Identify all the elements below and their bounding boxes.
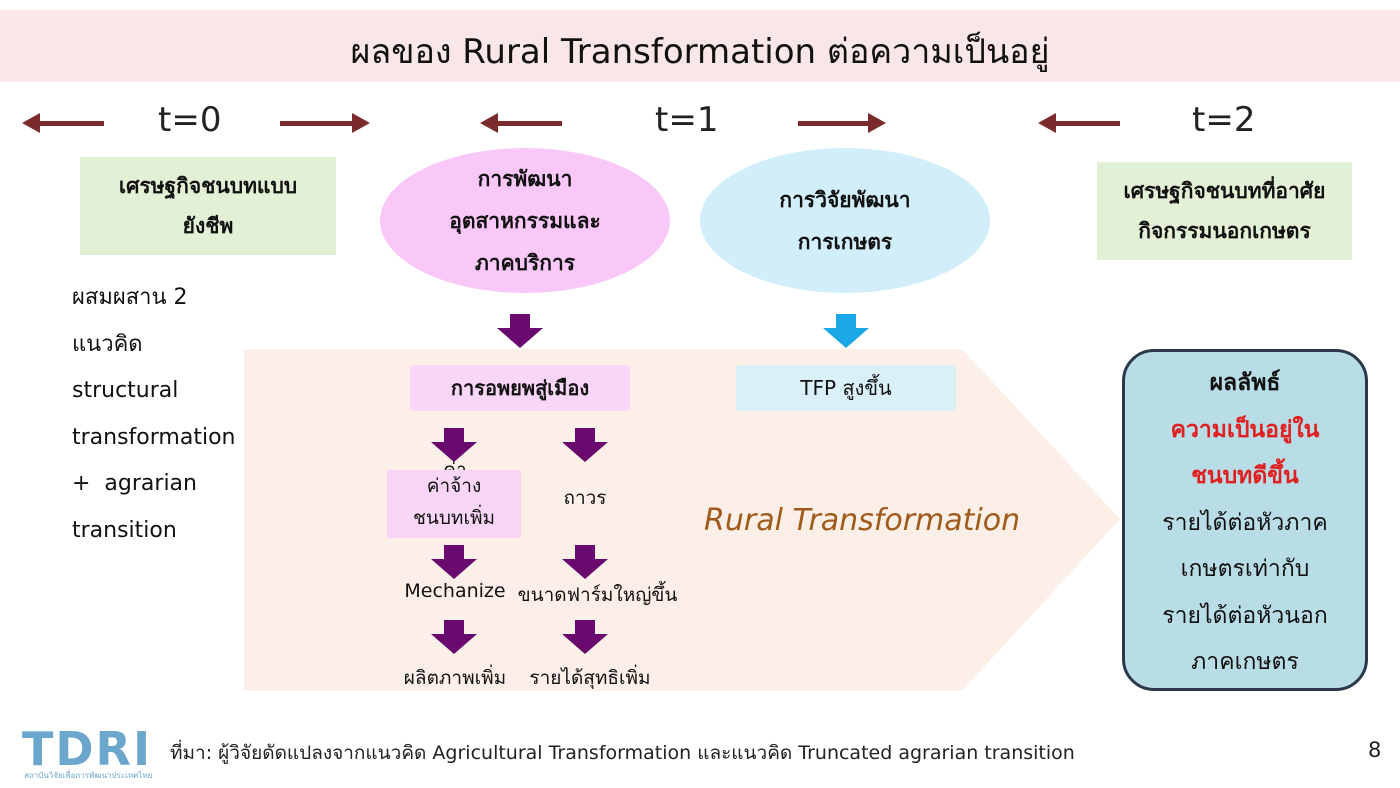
nonfarm-economy-box: เศรษฐกิจชนบทที่อาศัย กิจกรรมนอกเกษตร	[1097, 162, 1352, 260]
timeline-left-arrow-t2	[1038, 113, 1056, 133]
agri-research-ellipse: การวิจัยพัฒนา การเกษตร	[700, 148, 990, 293]
industry-line-2: อุตสาหกรรมและ	[449, 208, 601, 233]
concept-line-5: + agrarian	[72, 471, 197, 496]
concept-line-6: transition	[72, 517, 177, 543]
tfp-box: TFP สูงขึ้น	[736, 365, 956, 411]
farm-size-label: ขนาดฟาร์มใหญ่ขึ้น	[517, 584, 678, 606]
arrow-research-to-tfp	[823, 314, 869, 348]
timeline-left-line-t1	[496, 121, 562, 126]
timeline-label-t1: t=1	[655, 100, 719, 140]
timeline-right-arrow-t0	[352, 113, 370, 133]
concept-line-3: structural	[72, 378, 179, 403]
industry-line-3: ภาคบริการ	[474, 250, 576, 275]
migration-box: การอพยพสู่เมือง	[410, 365, 630, 411]
timeline-label-t2: t=2	[1192, 100, 1256, 140]
productivity-label: ผลิตภาพเพิ่ม	[403, 667, 507, 689]
timeline-right-arrow-t1	[868, 113, 886, 133]
result-line-4: ภาคเกษตร	[1191, 649, 1299, 675]
net-income-label: รายได้สุทธิเพิ่ม	[529, 667, 651, 689]
research-line-2: การเกษตร	[797, 229, 893, 254]
result-line-1: รายได้ต่อหัวภาค	[1162, 509, 1328, 536]
result-line-2: เกษตรเท่ากับ	[1180, 556, 1310, 582]
permanent-label: ถาวร	[563, 487, 607, 509]
result-highlight-1: ความเป็นอยู่ใน	[1170, 416, 1320, 443]
timeline-label-t0: t=0	[158, 100, 222, 140]
subsistence-line-2: ยังชีพ	[182, 214, 234, 238]
industry-line-1: การพัฒนา	[477, 166, 573, 191]
nonfarm-line-2: กิจกรรมนอกเกษตร	[1138, 219, 1311, 243]
wage-line-1: ค่าจ้าง	[426, 475, 482, 497]
subsistence-economy-box: เศรษฐกิจชนบทแบบ ยังชีพ	[80, 157, 336, 255]
source-note: ที่มา: ผู้วิจัยดัดแปลงจากแนวคิด Agricult…	[170, 742, 1075, 764]
tdri-logo: TDRI	[22, 722, 153, 776]
result-box: ผลลัพธ์ ความเป็นอยู่ใน ชนบทดีขึ้น รายได้…	[1122, 349, 1368, 691]
subsistence-line-1: เศรษฐกิจชนบทแบบ	[118, 174, 298, 198]
page-title: ผลของ Rural Transformation ต่อความเป็นอย…	[350, 32, 1050, 72]
page-number: 8	[1368, 738, 1382, 762]
research-line-1: การวิจัยพัฒนา	[779, 187, 911, 212]
arrow-industry-to-migration	[497, 314, 543, 348]
concept-text: ผสมผสาน 2 แนวคิด structural transformati…	[72, 275, 272, 554]
timeline-left-arrow-t1	[480, 113, 498, 133]
result-highlight-2: ชนบทดีขึ้น	[1191, 463, 1299, 489]
rural-transformation-label: Rural Transformation	[704, 503, 1021, 538]
timeline-left-arrow-t0	[22, 113, 40, 133]
concept-line-1: ผสมผสาน 2	[72, 285, 188, 310]
timeline-left-line-t0	[38, 121, 104, 126]
concept-line-4: transformation	[72, 424, 236, 450]
concept-line-2: แนวคิด	[72, 331, 143, 357]
mechanize-label: Mechanize	[404, 580, 506, 602]
wage-line-2: ชนบทเพิ่ม	[412, 507, 495, 529]
timeline-right-line-t0	[280, 121, 354, 126]
title-bar	[0, 10, 1400, 82]
tdri-logo-subtitle: สถาบันวิจัยเพื่อการพัฒนาประเทศไทย	[24, 771, 153, 780]
timeline-right-line-t1	[798, 121, 870, 126]
nonfarm-line-1: เศรษฐกิจชนบทที่อาศัย	[1123, 179, 1326, 203]
result-heading: ผลลัพธ์	[1209, 370, 1281, 396]
timeline-left-line-t2	[1054, 121, 1120, 126]
result-line-3: รายได้ต่อหัวนอก	[1162, 602, 1328, 629]
rural-wage-box: ค่าจ้าง ชนบทเพิ่ม	[387, 470, 521, 538]
industry-services-ellipse: การพัฒนา อุตสาหกรรมและ ภาคบริการ	[380, 148, 670, 293]
